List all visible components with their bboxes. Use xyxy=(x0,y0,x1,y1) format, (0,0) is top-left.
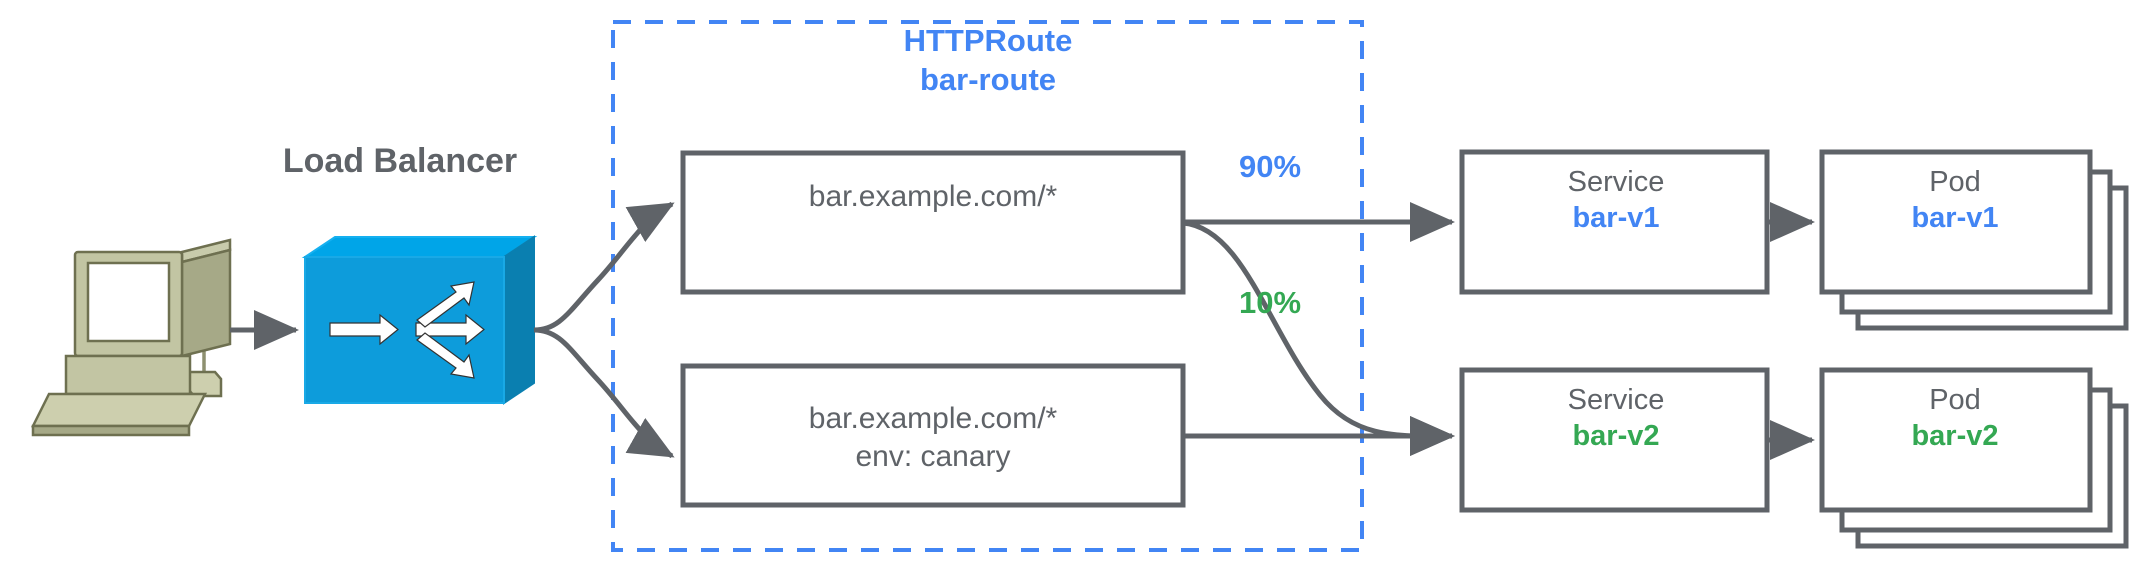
edge-loadbalancer-to-rule-primary xyxy=(533,201,675,333)
rule-canary-label: bar.example.com/* env: canary xyxy=(683,400,1183,475)
service-bar-v2-box[interactable] xyxy=(1459,367,1770,513)
network-switch-icon xyxy=(301,235,538,405)
rule-canary-match-label: bar.example.com/* xyxy=(808,402,1058,435)
rule-primary-box[interactable] xyxy=(680,150,1186,295)
httproute-kind-label: HTTPRoute xyxy=(903,23,1073,58)
httproute-boundary xyxy=(611,20,1364,552)
rule-primary-match-label: bar.example.com/* xyxy=(808,180,1058,213)
pod-bar-v2-kind: Pod xyxy=(1929,384,1981,416)
service-bar-v1-label: Service bar-v1 xyxy=(1466,164,1766,237)
pod-bar-v2-label: Pod bar-v2 xyxy=(1820,382,2090,455)
edge-rule-primary-to-service-bar-v2 xyxy=(1182,220,1456,457)
pod-bar-v2-stack[interactable] xyxy=(1819,367,2129,549)
pod-bar-v2-name: bar-v2 xyxy=(1911,420,1999,453)
pod-bar-v1-stack[interactable] xyxy=(1819,149,2129,331)
pod-bar-v1-name: bar-v1 xyxy=(1911,202,1999,235)
pod-bar-v1-kind: Pod xyxy=(1929,166,1981,198)
pod-bar-v2-box xyxy=(1819,367,2093,513)
service-bar-v1-name: bar-v1 xyxy=(1572,202,1660,235)
weight-10-label: 10% xyxy=(1238,285,1302,320)
service-bar-v2-kind: Service xyxy=(1567,384,1665,416)
service-bar-v1-box[interactable] xyxy=(1459,149,1770,295)
service-bar-v1-kind: Service xyxy=(1567,166,1665,198)
rule-canary-box[interactable] xyxy=(680,363,1186,508)
service-bar-v2-label: Service bar-v2 xyxy=(1466,382,1766,455)
load-balancer-label: Load Balancer xyxy=(282,142,518,180)
pod-bar-v1-box xyxy=(1819,149,2093,295)
service-bar-v2-name: bar-v2 xyxy=(1572,420,1660,453)
weight-90-label: 90% xyxy=(1238,149,1302,184)
edge-loadbalancer-to-rule-canary xyxy=(533,327,675,459)
httproute-title: HTTPRoute bar-route xyxy=(613,22,1363,100)
computer-workstation-icon xyxy=(30,238,232,437)
rule-canary-header-label: env: canary xyxy=(855,439,1011,473)
pod-bar-v1-label: Pod bar-v1 xyxy=(1820,164,2090,237)
httproute-name-label: bar-route xyxy=(919,61,1057,97)
